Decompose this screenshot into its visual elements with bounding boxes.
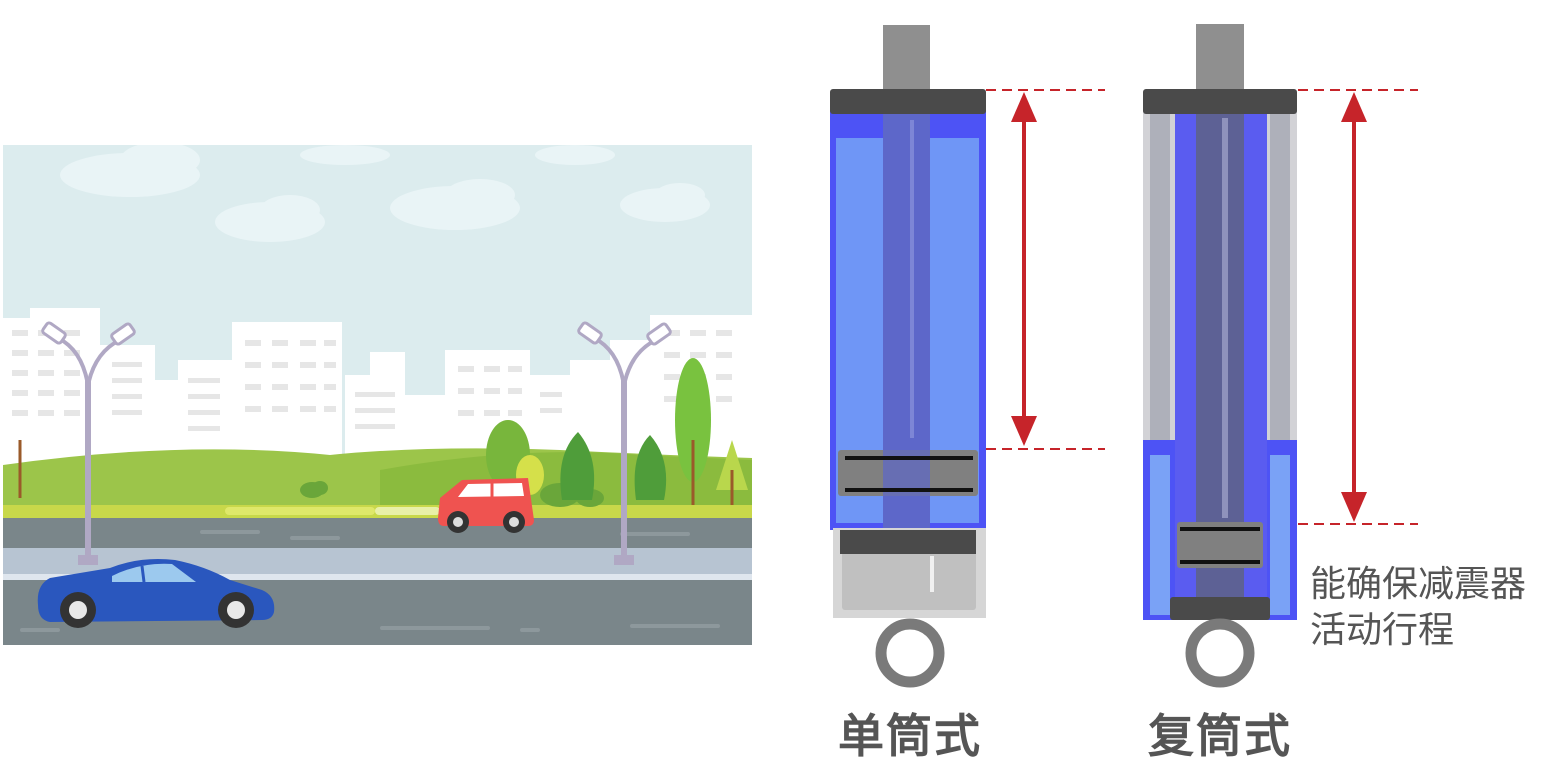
cloud-icon [60,145,710,242]
car-icon [438,478,534,533]
mono-tube-label: 单筒式 [838,709,982,763]
street-lamp-icon [577,321,672,565]
street-lamp-icon [41,321,136,565]
road-scene [3,145,752,645]
mounting-ring-icon [875,618,945,688]
piston-rod-inner [1196,110,1244,600]
piston-rod [1196,24,1244,94]
mounting-ring-icon [1185,618,1255,688]
stroke-note: 能确保减震器 活动行程 [1310,562,1526,654]
car-icon [37,559,275,628]
stroke-note-line2: 活动行程 [1310,610,1455,651]
piston [1177,522,1263,568]
piston-rod [883,25,930,95]
tree-icon [18,358,748,505]
stroke-note-line1: 能确保减震器 [1310,564,1527,605]
twin-tube-label: 复筒式 [1148,709,1292,763]
building-windows [12,330,732,431]
base-valve [1170,597,1270,620]
top-cap [1143,89,1297,114]
top-cap [830,89,986,114]
floating-piston [840,530,976,554]
twin-tube-shock-diagram [1143,24,1418,688]
mono-tube-shock-diagram [830,25,1105,688]
